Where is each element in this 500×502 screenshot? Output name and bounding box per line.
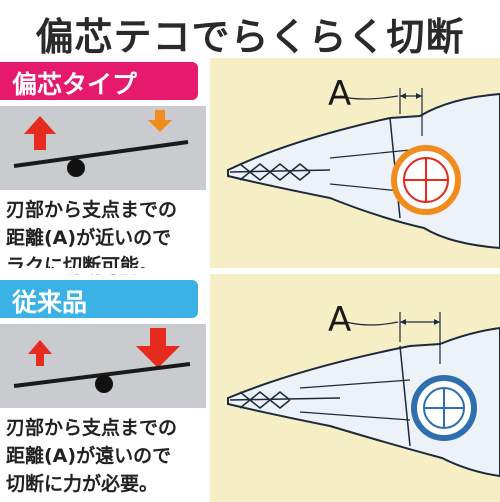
- conventional-plier-illustration: A: [210, 276, 500, 502]
- normal-type-badge-icon: [411, 375, 477, 441]
- eccentric-label: 偏芯タイプ: [12, 70, 138, 99]
- lever-beam: [13, 140, 189, 168]
- up-arrow-icon: [24, 116, 56, 150]
- caption-line: 距離(A)が近いので: [6, 227, 172, 249]
- high-leverage-badge-icon: [391, 145, 461, 215]
- eccentric-explanation: 偏芯タイプ 刃部から支点までの 距離(A)が近いので ラクに切断可能。: [0, 58, 210, 284]
- eccentric-lever-diagram: [0, 106, 206, 190]
- down-arrow-small-icon: [148, 110, 172, 132]
- conventional-caption: 刃部から支点までの 距離(A)が遠いので 切断に力が必要。: [6, 414, 210, 498]
- fulcrum-ball: [67, 159, 85, 177]
- plier-drawing: [227, 326, 500, 478]
- dimension-a-label: A: [328, 74, 352, 114]
- dimension-a-label: A: [328, 300, 352, 340]
- section-divider: [0, 268, 500, 274]
- page-title: 偏芯テコでらくらく切断: [35, 15, 465, 59]
- caption-line: 刃部から支点までの: [6, 199, 178, 221]
- conventional-lever-diagram: [0, 324, 206, 408]
- section-conventional: 従来品 刃部から支点までの 距離(A)が遠いので 切断に力が必要。: [0, 276, 500, 502]
- conventional-label-bar: 従来品: [0, 280, 198, 318]
- eccentric-plier-illustration: A: [210, 58, 500, 284]
- down-arrow-large-icon: [136, 328, 180, 368]
- conventional-explanation: 従来品 刃部から支点までの 距離(A)が遠いので 切断に力が必要。: [0, 276, 210, 502]
- fulcrum-ball: [95, 375, 113, 393]
- lever-beam: [13, 362, 191, 388]
- caption-line: 距離(A)が遠いので: [6, 445, 172, 467]
- caption-line: 切断に力が必要。: [6, 473, 159, 495]
- dimension-indicator: [345, 312, 441, 364]
- section-eccentric: 偏芯タイプ 刃部から支点までの 距離(A)が近いので ラクに切断可能。: [0, 58, 500, 284]
- dimension-indicator: [339, 88, 423, 136]
- up-arrow-small-icon: [28, 340, 52, 366]
- caption-line: 刃部から支点までの: [6, 417, 178, 439]
- eccentric-label-bar: 偏芯タイプ: [0, 62, 198, 100]
- conventional-label: 従来品: [12, 288, 88, 317]
